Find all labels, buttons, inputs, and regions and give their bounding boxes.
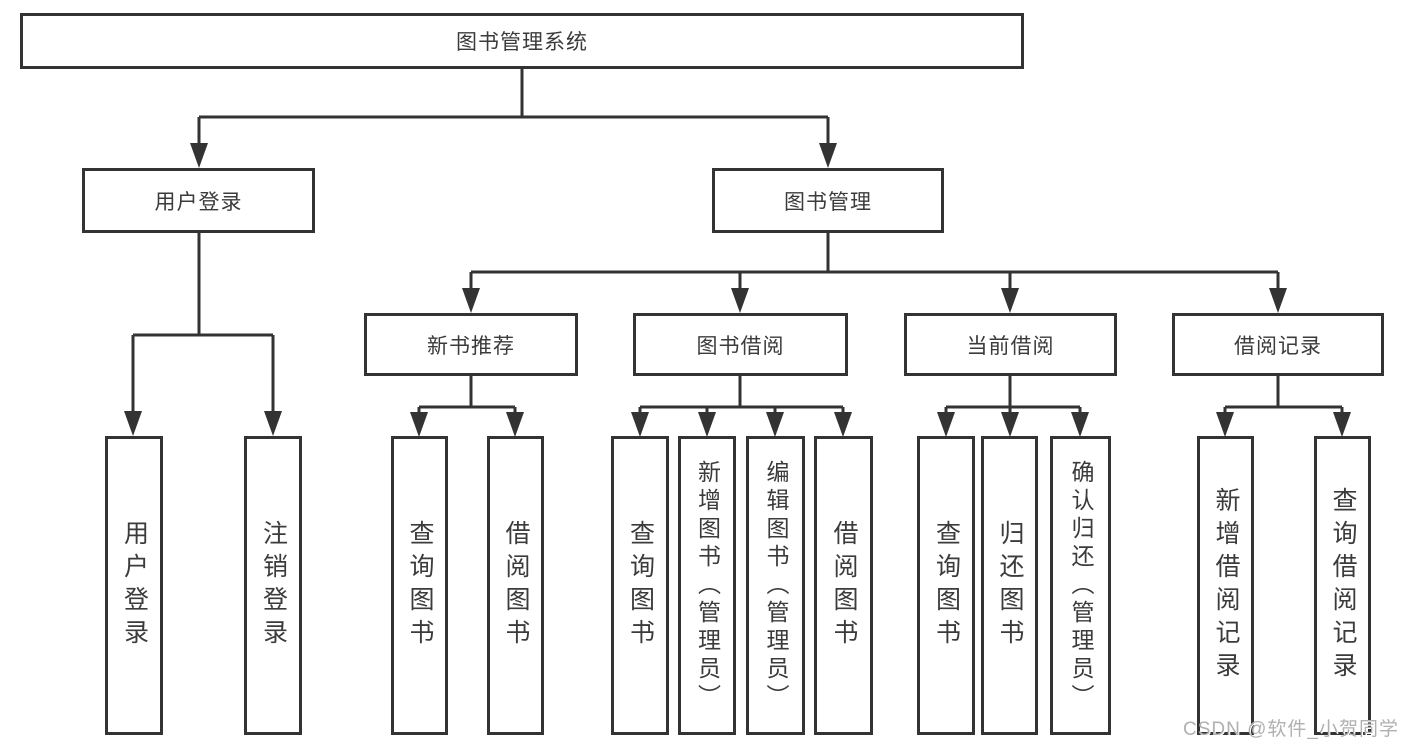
node-leaf-query-borrow-record: 查询借阅记录 xyxy=(1314,436,1371,735)
node-leaf-borrow-books-recommend: 借阅图书 xyxy=(487,436,544,735)
node-leaf-query-books-recommend: 查询图书 xyxy=(391,436,448,735)
node-leaf-borrow-books-borrow: 借阅图书 xyxy=(814,436,873,735)
node-leaf-add-book-admin: 新增图书（管理员） xyxy=(678,436,736,735)
node-leaf-return-book: 归还图书 xyxy=(981,436,1038,735)
node-root: 图书管理系统 xyxy=(20,13,1024,69)
node-leaf-user-login: 用户登录 xyxy=(105,436,163,735)
node-leaf-logout: 注销登录 xyxy=(244,436,302,735)
node-book-management: 图书管理 xyxy=(712,168,944,233)
node-leaf-confirm-return-admin: 确认归还（管理员） xyxy=(1050,436,1111,735)
node-borrow-records: 借阅记录 xyxy=(1172,313,1384,376)
watermark: CSDN @软件_小贺同学 xyxy=(1183,719,1399,740)
node-leaf-query-books-borrow: 查询图书 xyxy=(611,436,669,735)
node-current-borrow: 当前借阅 xyxy=(904,313,1117,376)
node-leaf-edit-book-admin: 编辑图书（管理员） xyxy=(746,436,805,735)
node-book-borrow: 图书借阅 xyxy=(633,313,848,376)
node-user-login: 用户登录 xyxy=(82,168,315,233)
node-leaf-query-books-current: 查询图书 xyxy=(917,436,975,735)
node-new-book-recommend: 新书推荐 xyxy=(364,313,578,376)
node-leaf-add-borrow-record: 新增借阅记录 xyxy=(1197,436,1254,735)
arrowhead-icons xyxy=(124,143,1351,437)
